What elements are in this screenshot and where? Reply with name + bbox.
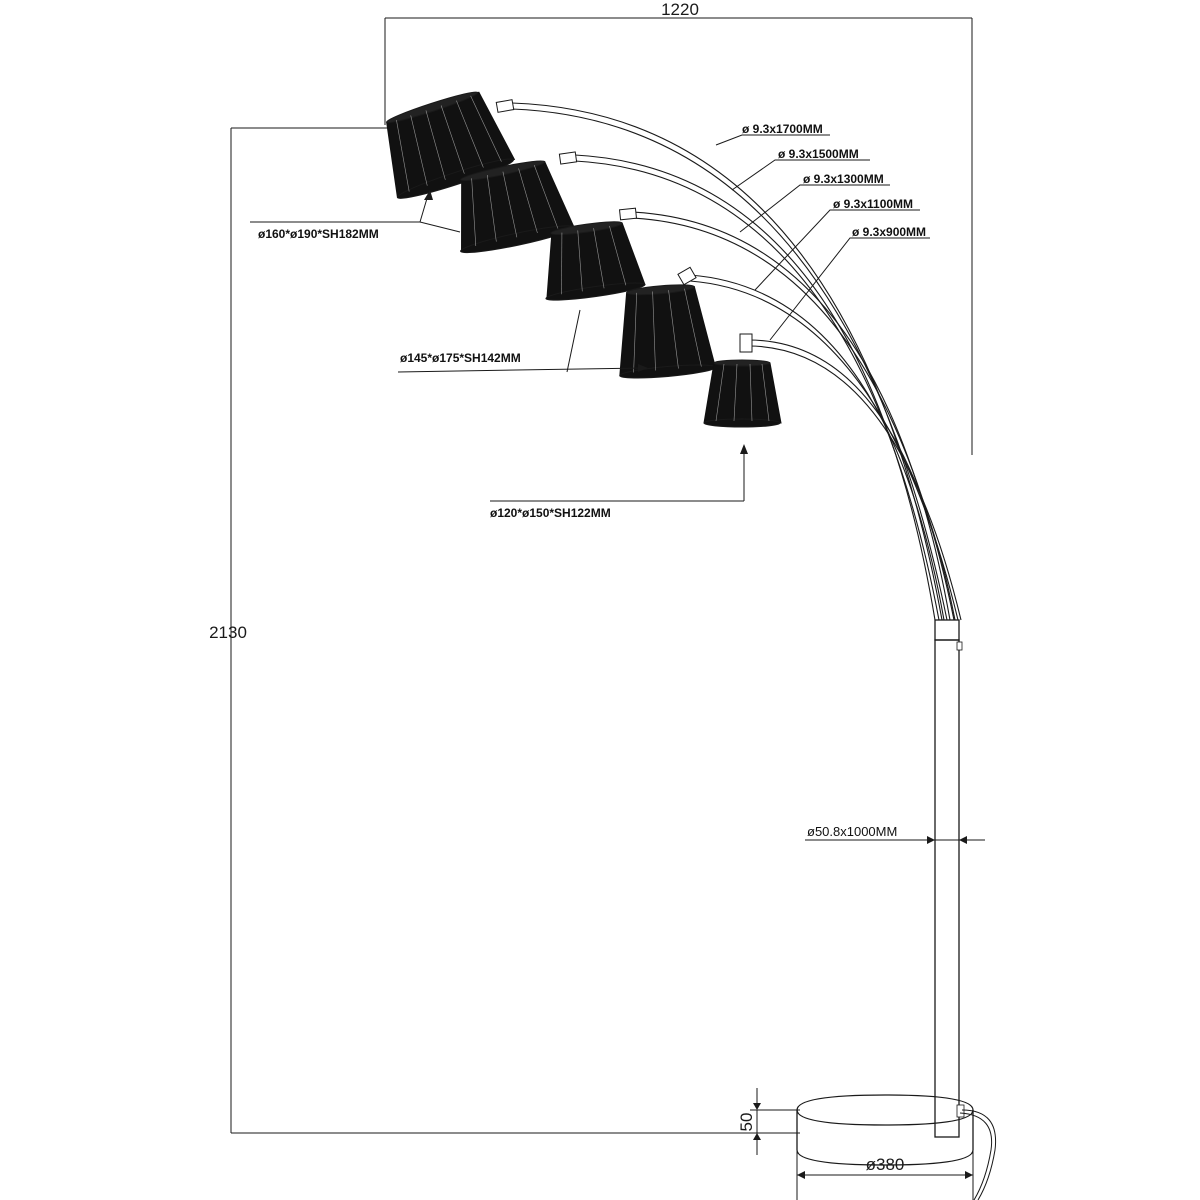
base-thickness-text: 50 bbox=[737, 1113, 756, 1132]
lamp-pole bbox=[934, 619, 965, 1138]
lamp-arms bbox=[511, 102, 962, 621]
base-diameter-dimension: ø380 bbox=[796, 1150, 974, 1200]
arm-900 bbox=[747, 339, 956, 621]
base-thickness-dimension: 50 bbox=[737, 1088, 800, 1155]
socket-1 bbox=[495, 99, 515, 113]
socket-5 bbox=[739, 333, 753, 353]
pole-dimension-text: ø50.8x1000MM bbox=[807, 824, 897, 839]
arm-label-900: ø 9.3x900MM bbox=[852, 225, 926, 239]
width-dimension-text: 1220 bbox=[661, 0, 699, 19]
arm-1100 bbox=[689, 274, 945, 621]
arm-1100-b bbox=[689, 280, 959, 621]
arm-1700-b bbox=[511, 108, 948, 621]
shade-4 bbox=[619, 284, 717, 379]
shade-label-medium: ø145*ø175*SH142MM bbox=[400, 351, 521, 365]
width-dimension: 1220 bbox=[384, 0, 973, 455]
arm-label-1300: ø 9.3x1300MM bbox=[803, 172, 884, 186]
shade-2 bbox=[460, 160, 575, 254]
shade-labels: ø160*ø190*SH182MM ø145*ø175*SH142MM ø120… bbox=[250, 190, 748, 520]
shade-label-large: ø160*ø190*SH182MM bbox=[258, 227, 379, 241]
shade-5 bbox=[703, 359, 782, 428]
arm-label-1100: ø 9.3x1100MM bbox=[833, 197, 913, 211]
height-dimension: 2130 bbox=[209, 127, 790, 1134]
shade-1 bbox=[386, 91, 516, 199]
socket-3 bbox=[618, 207, 638, 221]
arm-label-1500: ø 9.3x1500MM bbox=[778, 147, 859, 161]
socket-2 bbox=[558, 151, 578, 165]
arm-1500 bbox=[574, 154, 936, 621]
base-diameter-text: ø380 bbox=[866, 1155, 905, 1174]
height-dimension-text: 2130 bbox=[209, 623, 247, 642]
pole-dimension: ø50.8x1000MM bbox=[805, 824, 985, 844]
arm-labels: ø 9.3x1700MM ø 9.3x1500MM ø 9.3x1300MM ø… bbox=[715, 122, 930, 341]
lamp-shades bbox=[386, 91, 782, 428]
arm-1700 bbox=[511, 102, 943, 621]
arm-1500-b bbox=[574, 160, 940, 621]
lamp-base bbox=[796, 1094, 997, 1200]
arm-label-1700: ø 9.3x1700MM bbox=[742, 122, 823, 136]
arm-900-b bbox=[747, 345, 962, 621]
shade-label-small: ø120*ø150*SH122MM bbox=[490, 506, 611, 520]
arm-1300 bbox=[631, 211, 951, 621]
socket-4 bbox=[677, 266, 697, 286]
shade-3 bbox=[545, 221, 646, 301]
